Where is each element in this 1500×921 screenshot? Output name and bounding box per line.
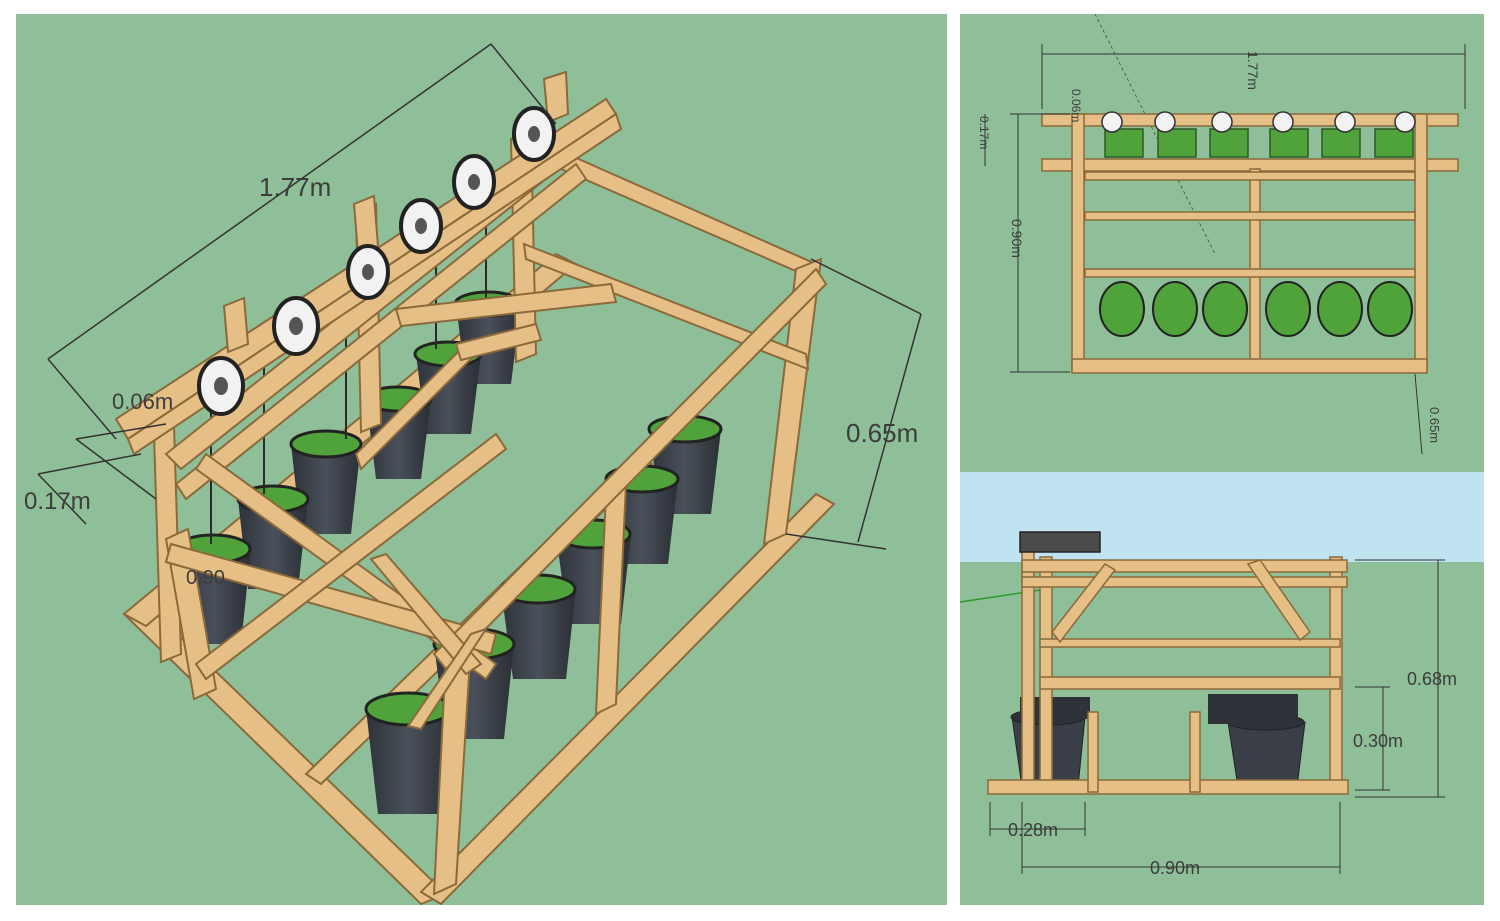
side-frame [987, 531, 1349, 795]
side-view-panel: 0.68m 0.30m 0.28m 0.90m [960, 472, 1484, 905]
front-length-dimension: 1.77m [1245, 51, 1261, 90]
iso-length-dimension: 1.77m [259, 172, 331, 202]
iso-beam-dimension: 0.17m [24, 488, 91, 515]
pulley [512, 106, 556, 162]
side-total-height-dimension: 0.68m [1407, 669, 1457, 689]
isometric-frame-drawing: 1.77m 0.65m 0.17m 0.06m 0.90 [24, 43, 922, 905]
side-bucket-group-right [1208, 694, 1306, 788]
front-view-drawing: 1.77m 0.90m 0.06m 0.17m 0.65m [977, 14, 1466, 455]
side-bucket-height-dimension: 0.30m [1353, 731, 1403, 751]
pulley [452, 154, 496, 210]
front-plant-row-top [1104, 128, 1414, 158]
front-height-dimension: 0.90m [1009, 219, 1025, 258]
front-beam-dimension: 0.17m [977, 116, 991, 149]
front-dimension-lines [984, 44, 1466, 455]
side-inner-dimension: 0.28m [1008, 820, 1058, 840]
front-width-dimension: 0.65m [1427, 407, 1442, 443]
side-view-drawing: 0.68m 0.30m 0.28m 0.90m [960, 472, 1484, 878]
bucket [289, 429, 363, 534]
front-view-panel: 1.77m 0.90m 0.06m 0.17m 0.65m [960, 14, 1484, 472]
front-offset-dimension: 0.06m [1069, 89, 1083, 122]
iso-height-dimension: 0.90 [186, 567, 225, 589]
pulley [272, 296, 320, 356]
side-dimension-lines [989, 559, 1445, 874]
pulley [197, 356, 245, 416]
isometric-view-panel: 1.77m 0.65m 0.17m 0.06m 0.90 [16, 14, 947, 905]
front-bucket-row [1099, 281, 1413, 337]
iso-pulley-dimension: 0.06m [112, 389, 173, 414]
dimension-lines [37, 43, 922, 550]
pulley-row [197, 106, 556, 416]
pulley [346, 244, 390, 300]
side-base-dimension: 0.90m [1150, 858, 1200, 878]
front-pulley-row [1101, 111, 1416, 133]
iso-width-dimension: 0.65m [846, 418, 918, 448]
pulley [399, 198, 443, 254]
